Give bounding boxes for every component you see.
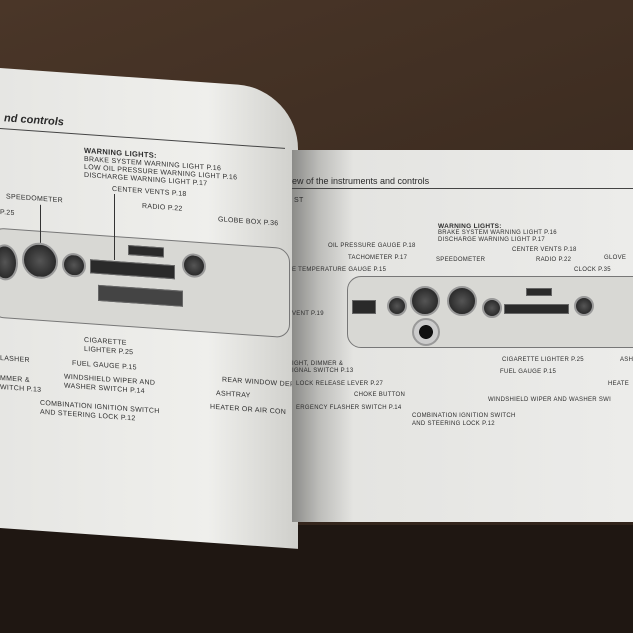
wiper-label: WINDSHIELD WIPER AND WASHER SWI: [488, 397, 612, 403]
ashtray-label: ASHTRAY: [216, 390, 251, 400]
center-vents-icon: [504, 304, 569, 314]
left-page: nd controls WARNING LIGHTS: BRAKE SYSTEM…: [0, 68, 298, 549]
globe-box-label: GLOBE BOX P.36: [218, 216, 279, 228]
light-dimmer-label-2: IGNAL SWITCH P.13: [292, 368, 354, 374]
right-page: ew of the instruments and controls ST WA…: [292, 150, 633, 522]
rear-window-label: REAR WINDOW DEF: [222, 376, 295, 389]
ashtray-label: ASH: [620, 357, 633, 363]
heater-label: HEATER OR AIR CON: [210, 403, 287, 417]
page-header: ew of the instruments and controls: [292, 176, 430, 186]
ignition-label: COMBINATION IGNITION SWITCH: [412, 413, 516, 419]
warning-item: BRAKE SYSTEM WARNING LIGHT P.16: [438, 230, 557, 236]
page-header: nd controls: [4, 112, 64, 129]
steering-wheel-icon: [412, 318, 440, 346]
emergency-flasher-label: ERGENCY FLASHER SWITCH P.14: [296, 405, 402, 411]
glove-label: GLOVE: [604, 255, 627, 261]
side-vent-icon: [352, 300, 376, 314]
fuel-gauge-label: FUEL GAUGE P.15: [500, 369, 557, 375]
vent-label: VENT P.19: [292, 311, 324, 317]
leader-line: [114, 193, 115, 261]
ignition-label-2: AND STEERING LOCK P.12: [412, 421, 495, 427]
temperature-label: E TEMPERATURE GAUGE P.15: [292, 267, 387, 273]
center-vents-label: CENTER VENTS P.18: [512, 247, 577, 253]
tachometer-icon: [410, 286, 440, 316]
fuel-gauge-label: FUEL GAUGE P.15: [72, 360, 137, 372]
lock-release-label: LOCK RELEASE LEVER P.27: [296, 381, 384, 387]
speedometer-gauge-icon: [447, 286, 477, 316]
flasher-label: LASHER: [0, 355, 30, 365]
heater-label: HEATE: [608, 381, 630, 387]
speedometer-label: SPEEDOMETER: [436, 257, 486, 263]
p25-label: P.25: [0, 209, 15, 218]
speedometer-label: SPEEDOMETER: [6, 193, 63, 205]
choke-button-label: CHOKE BUTTON: [354, 392, 406, 398]
clock-label: CLOCK P.35: [574, 267, 611, 273]
fuel-gauge-icon: [482, 298, 502, 318]
leader-line: [40, 204, 41, 243]
radio-label: RADIO P.22: [536, 257, 572, 263]
center-vents-label: CENTER VENTS P.18: [112, 185, 187, 199]
warning-lights-title: WARNING LIGHTS:: [438, 223, 502, 230]
header-rule: [292, 188, 633, 189]
temperature-gauge-icon: [387, 296, 407, 316]
table-shadow: [0, 525, 633, 633]
tachometer-label: TACHOMETER P.17: [348, 255, 408, 261]
cigarette-lighter-label: CIGARETTE LIGHTER P.25: [502, 357, 584, 363]
radio-icon: [526, 288, 552, 296]
clock-icon: [574, 296, 594, 316]
radio-label: RADIO P.22: [142, 202, 183, 213]
dimmer-label-2: WITCH P.13: [0, 384, 42, 394]
warning-item: DISCHARGE WARNING LIGHT P.17: [438, 237, 545, 243]
header-rule: [0, 128, 285, 149]
light-dimmer-label: IGHT, DIMMER &: [292, 361, 344, 367]
section-label: ST: [294, 197, 304, 204]
oil-pressure-label: OIL PRESSURE GAUGE P.18: [328, 243, 416, 249]
